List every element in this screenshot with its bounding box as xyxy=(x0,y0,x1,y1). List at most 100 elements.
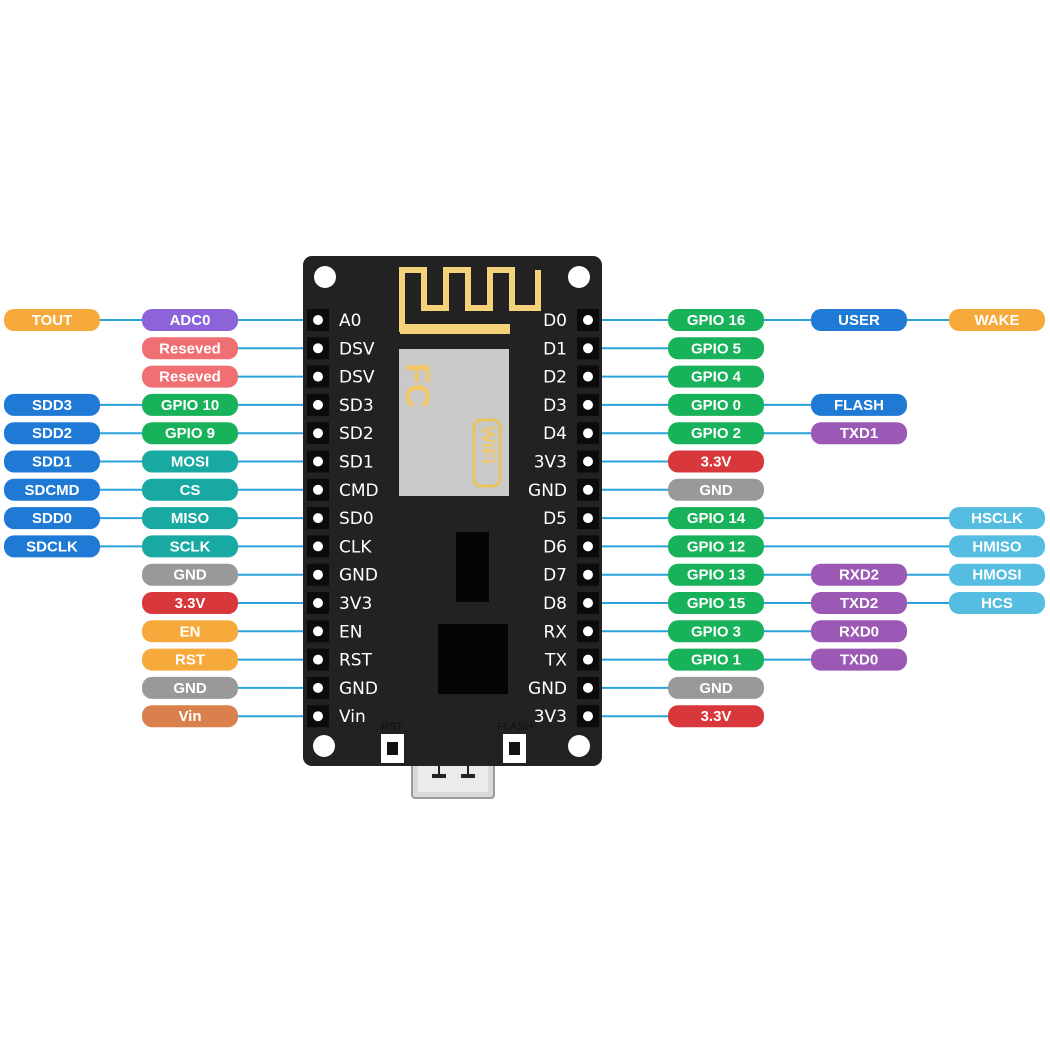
pin-label-pill: GPIO 4 xyxy=(668,365,764,388)
pin-label-text: 3.3V xyxy=(701,454,732,471)
pin-label-pill: GPIO 13 xyxy=(668,563,764,586)
mount-hole-icon xyxy=(568,735,590,757)
antenna-icon xyxy=(399,267,541,332)
mount-hole-icon xyxy=(568,266,590,288)
pin-label-pill: GND xyxy=(668,478,764,501)
pin-label-pill: RST xyxy=(142,648,238,671)
pin-label-text: ADC0 xyxy=(170,312,211,329)
pin-name: EN xyxy=(339,622,362,642)
pin-label-pill: GPIO 15 xyxy=(668,592,764,614)
pin-label-pill: EN xyxy=(142,620,238,643)
pin-label-pill: HSCLK xyxy=(949,507,1045,530)
chip-label: FC xyxy=(398,363,436,408)
pin-label-pill: GND xyxy=(142,676,238,699)
pin-name: 3V3 xyxy=(534,707,567,727)
pin-label-text: GND xyxy=(699,680,733,697)
pin-name: D6 xyxy=(543,537,567,557)
pin-label-text: GND xyxy=(699,482,733,499)
pin-name: GND xyxy=(528,679,567,699)
pin-label-pill: RXD2 xyxy=(811,563,907,586)
pin-name: D0 xyxy=(543,311,567,331)
pin-label-pill: SDCLK xyxy=(4,535,100,558)
pin-label-text: SDD1 xyxy=(32,454,72,471)
pin-label-pill: 3.3V xyxy=(668,450,764,473)
pin-label-text: TXD2 xyxy=(840,595,878,612)
pin-name: 3V3 xyxy=(339,594,372,614)
pin-name: D5 xyxy=(543,509,567,529)
pin-name: A0 xyxy=(339,311,361,331)
pin-name: RX xyxy=(544,622,568,642)
mount-hole-icon xyxy=(314,266,336,288)
pin-label-pill: Reseved xyxy=(142,337,238,360)
pin-label-pill: GPIO 1 xyxy=(668,648,764,671)
pin-label-pill: SDD2 xyxy=(4,422,100,445)
pin-name: Vin xyxy=(339,707,366,727)
pin-label-pill: GPIO 16 xyxy=(668,309,764,331)
pin-name: GND xyxy=(528,481,567,501)
wifi-label: WiFi xyxy=(478,426,498,464)
pin-label-text: EN xyxy=(180,623,201,640)
pin-label-text: MOSI xyxy=(171,454,209,471)
pin-label-pill: GND xyxy=(142,563,238,586)
pin-label-pill: MISO xyxy=(142,507,238,530)
flash-button[interactable]: FLASH xyxy=(497,721,533,763)
pin-name: SD0 xyxy=(339,509,374,529)
pin-label-pill: USER xyxy=(811,309,907,331)
pin-label-pill: HMISO xyxy=(949,535,1045,558)
pin-label-pill: SDD1 xyxy=(4,450,100,473)
pin-name: DSV xyxy=(339,368,375,388)
pin-label-text: SDD2 xyxy=(32,425,72,442)
pin-label-text: RXD2 xyxy=(839,567,879,584)
pin-name: 3V3 xyxy=(534,453,567,473)
pin-label-text: MISO xyxy=(171,510,210,527)
pin-label-pill: FLASH xyxy=(811,393,907,416)
pin-label-pill: HMOSI xyxy=(949,563,1045,586)
esp-module xyxy=(399,349,509,496)
pin-name: CMD xyxy=(339,481,379,501)
pin-label-text: SDD0 xyxy=(32,510,72,527)
pin-label-pill: WAKE xyxy=(949,309,1045,331)
pin-label-pill: SDCMD xyxy=(4,478,100,501)
pin-label-pill: 3.3V xyxy=(668,705,764,728)
pin-label-text: HMOSI xyxy=(972,567,1021,584)
pin-label-text: 3.3V xyxy=(701,708,732,725)
pin-label-text: GND xyxy=(173,680,207,697)
pin-label-text: WAKE xyxy=(975,312,1020,329)
pin-label-text: GPIO 15 xyxy=(687,595,745,612)
pin-label-pill: TOUT xyxy=(4,309,100,331)
pin-label-text: Reseved xyxy=(159,369,221,386)
pin-label-pill: GPIO 3 xyxy=(668,620,764,643)
pin-label-pill: Reseved xyxy=(142,365,238,388)
pin-label-pill: TXD2 xyxy=(811,592,907,614)
pin-label-pill: Vin xyxy=(142,705,238,728)
pin-label-text: RXD0 xyxy=(839,623,879,640)
pin-label-text: GPIO 4 xyxy=(691,369,742,386)
pin-label-text: USER xyxy=(838,312,880,329)
pin-label-pill: TXD0 xyxy=(811,648,907,671)
pin-label-pill: GPIO 14 xyxy=(668,507,764,530)
pin-label-pill: ADC0 xyxy=(142,309,238,331)
pin-label-text: Reseved xyxy=(159,340,221,357)
pin-label-pill: GPIO 5 xyxy=(668,337,764,360)
rst-button[interactable]: RST xyxy=(381,721,404,763)
mount-hole-icon xyxy=(313,735,335,757)
pin-label-text: TXD1 xyxy=(840,425,878,442)
pin-name: D2 xyxy=(543,368,567,388)
pin-label-pill: GPIO 0 xyxy=(668,393,764,416)
pin-label-text: CS xyxy=(180,482,201,499)
pin-label-text: FLASH xyxy=(834,397,884,414)
pin-name: SD1 xyxy=(339,453,374,473)
pin-label-text: GPIO 9 xyxy=(165,425,215,442)
pin-name: CLK xyxy=(339,537,372,557)
pin-name: RST xyxy=(339,651,373,671)
pin-label-text: 3.3V xyxy=(175,595,206,612)
pin-label-pill: GPIO 2 xyxy=(668,422,764,445)
pin-label-text: GPIO 16 xyxy=(687,312,745,329)
pin-label-text: GPIO 0 xyxy=(691,397,741,414)
pin-label-text: HSCLK xyxy=(971,510,1023,527)
pin-label-pill: SDD3 xyxy=(4,393,100,416)
pin-label-pill: GPIO 10 xyxy=(142,393,238,416)
pin-name: GND xyxy=(339,566,378,586)
pin-label-pill: MOSI xyxy=(142,450,238,473)
